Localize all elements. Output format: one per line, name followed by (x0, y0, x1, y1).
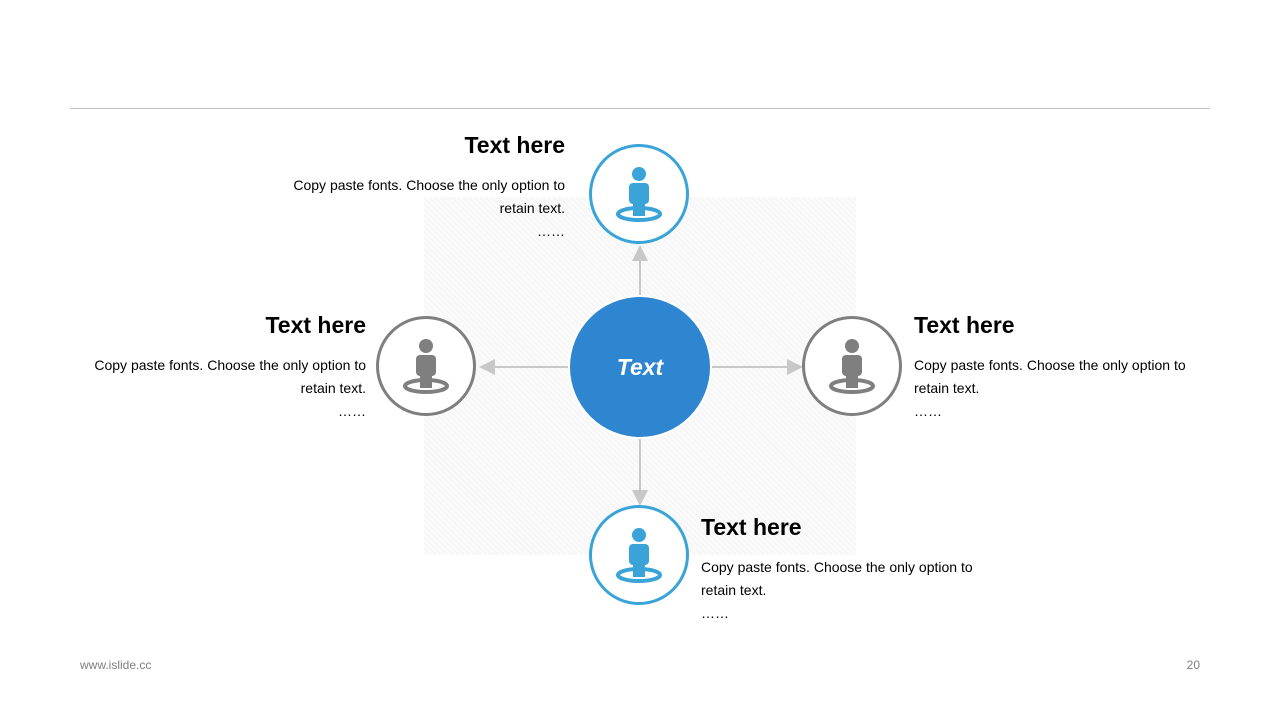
block-body: Copy paste fonts. Choose the only option… (914, 357, 1186, 396)
text-block-right: Text here Copy paste fonts. Choose the o… (914, 311, 1214, 423)
block-body: Copy paste fonts. Choose the only option… (94, 357, 366, 396)
block-ellipsis: …… (338, 403, 366, 419)
text-block-bottom: Text here Copy paste fonts. Choose the o… (701, 513, 1001, 625)
header-divider (70, 108, 1210, 109)
person-icon (829, 339, 875, 394)
block-body: Copy paste fonts. Choose the only option… (293, 177, 565, 216)
person-icon (616, 167, 662, 222)
block-ellipsis: …… (914, 403, 942, 419)
block-title: Text here (464, 132, 565, 158)
block-title: Text here (914, 312, 1015, 338)
person-icon (403, 339, 449, 394)
center-label: Text (616, 353, 664, 380)
node-right (802, 316, 902, 416)
node-top (589, 144, 689, 244)
person-icon (616, 528, 662, 583)
node-bottom (589, 505, 689, 605)
text-block-top: Text here Copy paste fonts. Choose the o… (265, 131, 565, 243)
text-block-left: Text here Copy paste fonts. Choose the o… (66, 311, 366, 423)
block-title: Text here (701, 514, 802, 540)
block-title: Text here (265, 312, 366, 338)
page-number: 20 (1186, 658, 1200, 672)
block-ellipsis: …… (537, 223, 565, 239)
node-left (376, 316, 476, 416)
center-node: Text (570, 297, 710, 437)
block-body: Copy paste fonts. Choose the only option… (701, 559, 973, 598)
footer-website: www.islide.cc (80, 658, 152, 672)
block-ellipsis: …… (701, 605, 729, 621)
